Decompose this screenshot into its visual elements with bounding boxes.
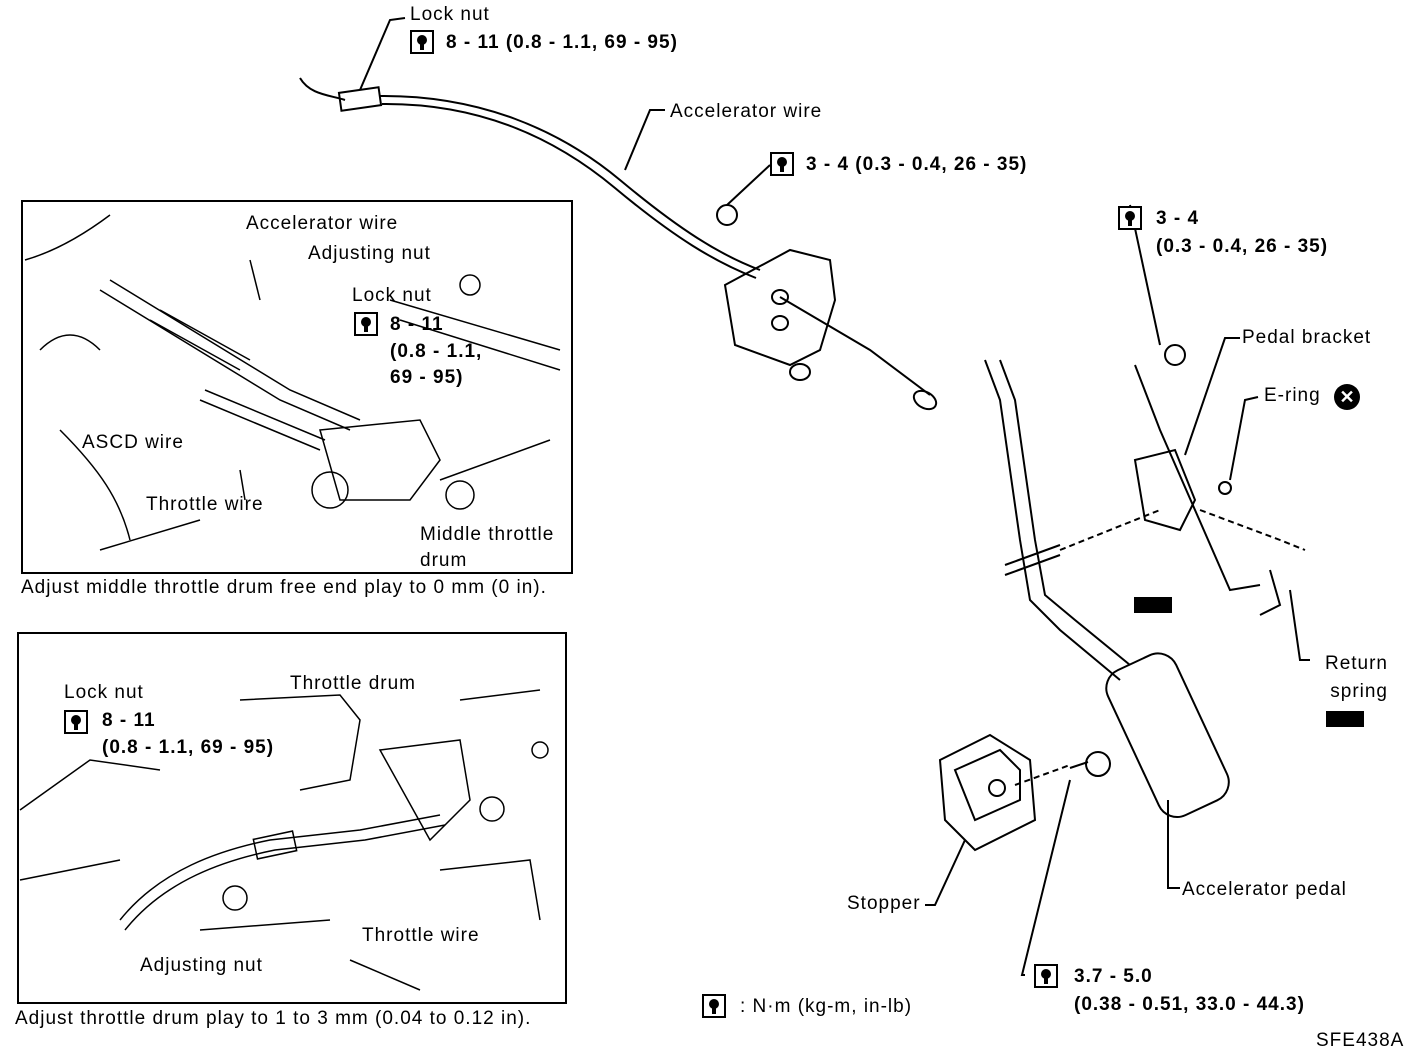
accelerator-pedal-label: Accelerator pedal: [1182, 879, 1347, 900]
lock-nut-top-torque: 8 - 11 (0.8 - 1.1, 69 - 95): [446, 32, 678, 53]
e-ring-label: E-ring: [1264, 385, 1321, 406]
inset2-lock-nut: Lock nut: [64, 682, 144, 703]
do-not-reuse-icon: ✕: [1334, 384, 1360, 410]
inset2-torque-2: (0.8 - 1.1, 69 - 95): [102, 737, 275, 758]
inset2-throttle-drum: Throttle drum: [290, 673, 416, 694]
figure-code: SFE438A: [1316, 1030, 1405, 1051]
stopper-torque-1: 3.7 - 5.0: [1074, 966, 1153, 987]
pedal-nut-torque-2: (0.3 - 0.4, 26 - 35): [1156, 236, 1329, 257]
torque-wrench-icon: [354, 312, 378, 336]
inset-frame-middle-drum: [21, 200, 573, 574]
torque-wrench-icon: [1118, 206, 1142, 230]
inset2-caption: Adjust throttle drum play to 1 to 3 mm (…: [15, 1008, 532, 1029]
inset1-accelerator-wire: Accelerator wire: [246, 213, 399, 234]
inset2-adjusting-nut: Adjusting nut: [140, 955, 263, 976]
stopper-torque-2: (0.38 - 0.51, 33.0 - 44.3): [1074, 994, 1305, 1015]
grease-icon: [1134, 597, 1172, 613]
grease-icon: [1326, 711, 1364, 727]
inset1-caption: Adjust middle throttle drum free end pla…: [21, 577, 547, 598]
accelerator-wire-label: Accelerator wire: [670, 101, 823, 122]
inset1-adjusting-nut: Adjusting nut: [308, 243, 431, 264]
inset1-ascd-wire: ASCD wire: [82, 432, 184, 453]
inset1-torque-2: (0.8 - 1.1,: [390, 341, 483, 362]
return-spring-label: Return spring: [1324, 653, 1388, 702]
inset1-torque-1: 8 - 11: [390, 314, 444, 335]
inset1-lock-nut: Lock nut: [352, 285, 432, 306]
legend-text: : N·m (kg-m, in-lb): [740, 996, 913, 1017]
torque-wrench-icon: [64, 710, 88, 734]
inset1-middle-throttle-drum: Middle throttle drum: [420, 524, 555, 571]
inset1-torque-3: 69 - 95): [390, 367, 464, 388]
stopper-label: Stopper: [847, 893, 921, 914]
torque-wrench-icon: [702, 994, 726, 1018]
torque-wrench-icon: [770, 152, 794, 176]
inset1-throttle-wire: Throttle wire: [146, 494, 264, 515]
lock-nut-top-label: Lock nut: [410, 4, 490, 25]
torque-wrench-icon: [1034, 964, 1058, 988]
inset2-throttle-wire: Throttle wire: [362, 925, 480, 946]
pedal-bracket-label: Pedal bracket: [1242, 327, 1372, 348]
inset-frame-throttle-drum: [17, 632, 567, 1004]
bracket-torque: 3 - 4 (0.3 - 0.4, 26 - 35): [806, 154, 1028, 175]
torque-wrench-icon: [410, 30, 434, 54]
pedal-nut-torque-1: 3 - 4: [1156, 208, 1200, 229]
inset2-torque-1: 8 - 11: [102, 710, 156, 731]
